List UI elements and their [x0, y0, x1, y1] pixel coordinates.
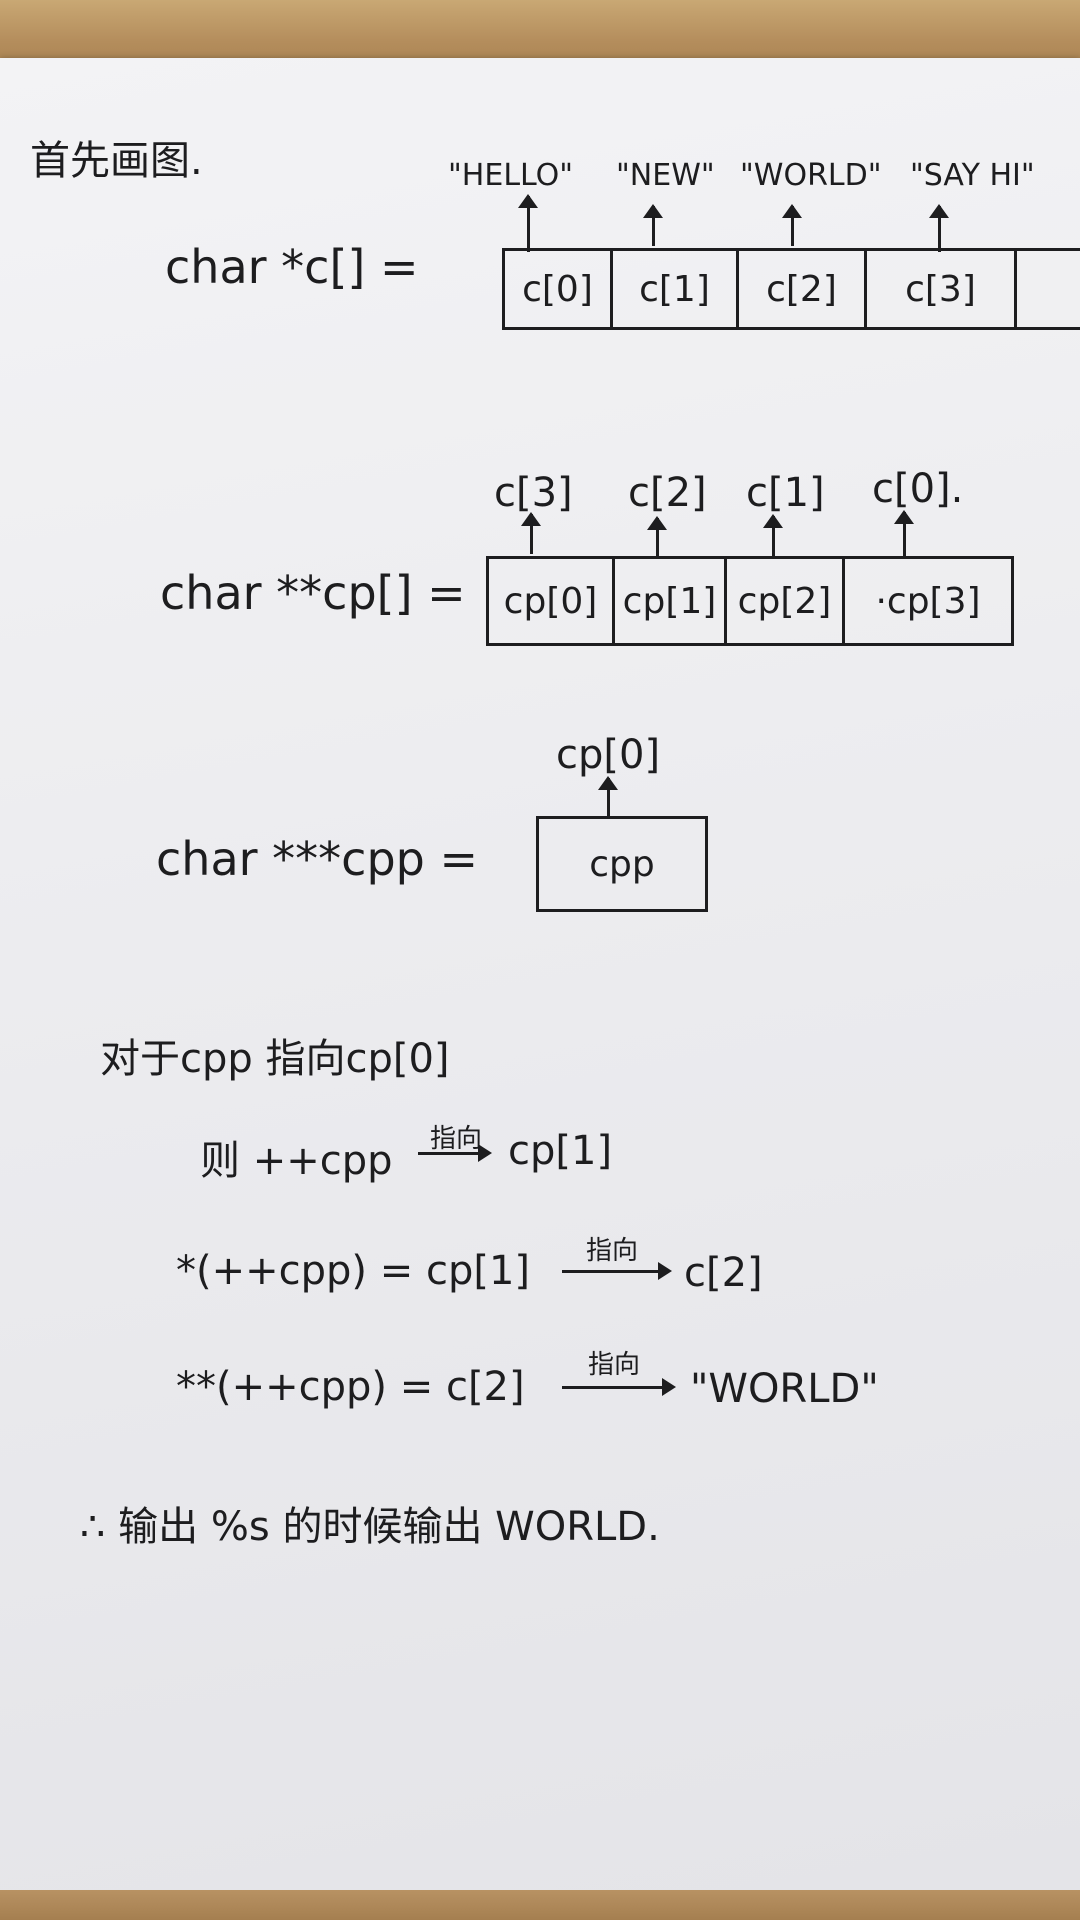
arrow-c3 [929, 204, 949, 252]
string-new: "NEW" [616, 158, 715, 193]
arrow-cp0 [521, 512, 541, 554]
explain-line-3-right: c[2] [684, 1250, 763, 1296]
cpp-declaration: char ***cpp = [156, 832, 479, 886]
c-cell-1: c[1] [613, 251, 739, 327]
desk-surface-bottom [0, 1890, 1080, 1920]
explain-line-4-left: **(++cpp) = c[2] [176, 1364, 525, 1410]
cp-cell-0: cp[0] [489, 559, 615, 643]
heading: 首先画图. [30, 138, 203, 184]
explain-line-2-arrow [418, 1144, 492, 1162]
arrow-cp3 [894, 510, 914, 556]
arrow-c1 [643, 204, 663, 246]
arrow-cp1 [647, 516, 667, 556]
string-hello: "HELLO" [448, 158, 574, 193]
arrow-cp2 [763, 514, 783, 556]
explain-line-2-left: 则 ++cpp [200, 1138, 393, 1184]
paper-sheet [0, 58, 1080, 1898]
string-world: "WORLD" [740, 158, 882, 193]
cp-target-1: c[2] [628, 470, 707, 516]
explain-line-2-right: cp[1] [508, 1128, 613, 1174]
explain-line-1: 对于cpp 指向cp[0] [100, 1036, 450, 1082]
arrow-cpp [598, 776, 618, 816]
c-cell-2: c[2] [739, 251, 867, 327]
string-say-hi: "SAY HI" [910, 158, 1035, 193]
c-cell-4 [1017, 251, 1080, 327]
cp-target-2: c[1] [746, 470, 825, 516]
cpp-target: cp[0] [556, 732, 661, 778]
explain-line-3-arrow-label: 指向 [585, 1236, 638, 1266]
conclusion: ∴ 输出 %s 的时候输出 WORLD. [80, 1504, 660, 1550]
c-array: c[0] c[1] c[2] c[3] [502, 248, 1080, 330]
arrow-c0 [518, 194, 538, 252]
c-cell-0: c[0] [505, 251, 613, 327]
cp-declaration: char **cp[] = [160, 566, 466, 620]
cp-target-0: c[3] [494, 470, 573, 516]
explain-line-4-right: "WORLD" [690, 1366, 879, 1412]
cp-target-3: c[0]. [872, 466, 964, 512]
cp-cell-3: ·cp[3] [875, 580, 981, 622]
explain-line-3-left: *(++cpp) = cp[1] [176, 1248, 531, 1294]
cpp-cell: cpp [589, 843, 655, 885]
explain-line-3-arrow [562, 1262, 672, 1280]
c-cell-3: c[3] [867, 251, 1017, 327]
c-declaration: char *c[] = [165, 240, 419, 294]
cp-array: cp[0] cp[1] cp[2] ·cp[3] [486, 556, 1014, 646]
cp-cell-1: cp[1] [615, 559, 727, 643]
cp-cell-2: cp[2] [727, 559, 845, 643]
explain-line-4-arrow-label: 指向 [587, 1350, 640, 1380]
arrow-c2 [782, 204, 802, 246]
explain-line-2-arrow-label: 指向 [429, 1124, 482, 1154]
explain-line-4-arrow [562, 1378, 676, 1396]
cpp-box: cpp [536, 816, 708, 912]
